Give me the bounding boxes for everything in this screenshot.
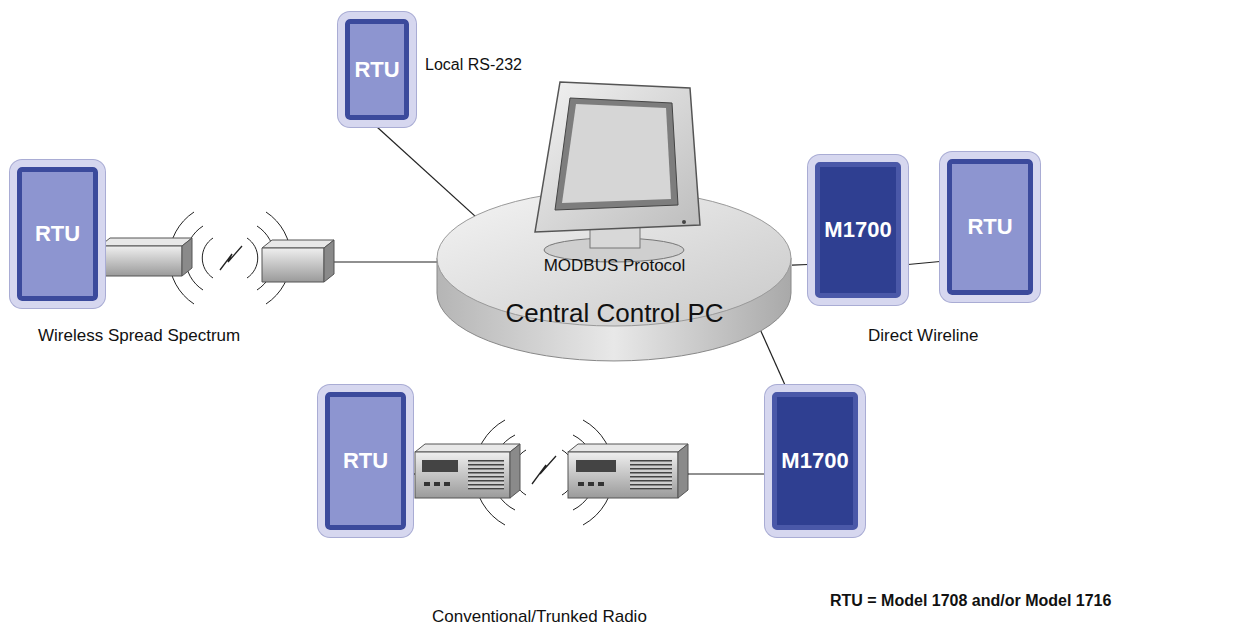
m1700-unit: M1700 — [808, 155, 908, 305]
legend-note: RTU = Model 1708 and/or Model 1716 — [830, 592, 1111, 610]
link-line — [792, 264, 808, 266]
spread-spectrum-radios — [100, 212, 334, 304]
rtu-unit: RTU — [940, 152, 1040, 302]
control-pc-disc: MODBUS ProtocolCentral Control PC — [437, 190, 792, 350]
wire — [332, 261, 450, 262]
monitor — [535, 82, 700, 262]
unit-label: M1700 — [781, 448, 848, 474]
rtu-unit: RTU — [338, 12, 416, 127]
unit-label: RTU — [35, 221, 80, 247]
link-label: Wireless Spread Spectrum — [38, 326, 240, 346]
link-line — [760, 329, 785, 385]
link-label: Direct Wireline — [868, 326, 979, 346]
disc-label: Central Control PC — [437, 298, 792, 329]
unit-label: RTU — [343, 448, 388, 474]
link-label: Local RS-232 — [425, 56, 522, 74]
m1700-unit: M1700 — [765, 385, 865, 537]
rtu-unit: RTU — [10, 160, 105, 308]
unit-label: RTU — [354, 57, 399, 83]
link-line — [908, 262, 940, 265]
disc-label: MODBUS Protocol — [437, 256, 792, 276]
rtu-unit: RTU — [318, 385, 413, 537]
wire — [688, 474, 765, 475]
trunked-radios — [415, 420, 688, 525]
link-label: Conventional/Trunked Radio — [432, 607, 647, 627]
unit-label: RTU — [967, 214, 1012, 240]
unit-label: M1700 — [824, 217, 891, 243]
